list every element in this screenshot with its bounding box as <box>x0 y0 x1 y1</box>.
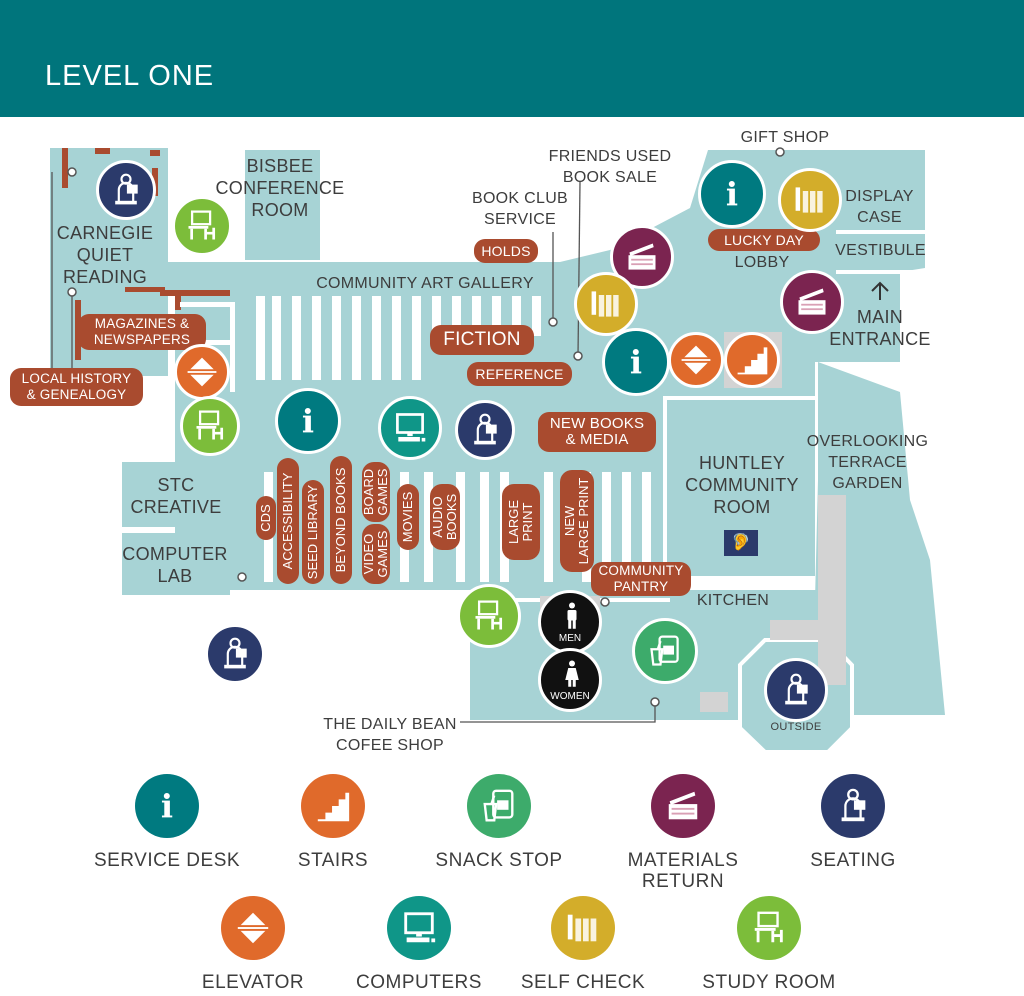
seating-icon <box>455 400 515 460</box>
info-icon: i <box>602 328 670 396</box>
label-carnegie: CARNEGIE QUIET READING <box>56 223 154 287</box>
legend-label: SEATING <box>810 850 896 871</box>
label-kitchen: KITCHEN <box>696 592 770 609</box>
info-icon: i <box>275 388 341 454</box>
book-return-icon <box>780 270 844 334</box>
entrance-arrow <box>871 281 889 300</box>
pill-new-books: NEW BOOKS & MEDIA <box>538 412 656 452</box>
label-main-entrance: MAIN ENTRANCE <box>829 307 931 349</box>
shelf-video-games: VIDEO GAMES <box>361 524 390 584</box>
label-art-gallery: COMMUNITY ART GALLERY <box>316 275 534 292</box>
seating-icon <box>205 624 265 684</box>
legend-label: ELEVATOR <box>201 972 305 993</box>
snack-icon <box>467 774 531 838</box>
self-check-icon <box>551 896 615 960</box>
shelf-large-print: LARGE PRINT <box>502 484 540 560</box>
computer-icon <box>387 896 451 960</box>
study-desk-icon <box>180 396 240 456</box>
label-stc-creative: STC CREATIVE <box>130 475 222 517</box>
elevator-icon <box>174 344 230 400</box>
computer-icon <box>378 396 442 460</box>
pill-lucky-day: LUCKY DAY <box>708 229 820 251</box>
study-desk-icon <box>737 896 801 960</box>
legend-computers: COMPUTERS <box>344 896 494 993</box>
legend-study-room: STUDY ROOM <box>694 896 844 993</box>
stairs-icon <box>301 774 365 838</box>
pill-reference: REFERENCE <box>467 362 572 386</box>
elevator-icon <box>221 896 285 960</box>
pill-holds: HOLDS <box>474 239 538 263</box>
label-bisbee: BISBEE CONFERENCE ROOM <box>215 156 345 220</box>
pill-fiction: FICTION <box>430 325 534 355</box>
legend-service-desk: i SERVICE DESK <box>92 774 242 871</box>
legend-label: SELF CHECK <box>520 972 646 993</box>
self-check-icon <box>574 272 638 336</box>
legend-elevator: ELEVATOR <box>178 896 328 993</box>
legend-seating: SEATING <box>778 774 928 871</box>
label-daily-bean: THE DAILY BEAN COFEE SHOP <box>323 716 457 754</box>
label-outside: OUTSIDE <box>770 721 822 733</box>
legend-stairs: STAIRS <box>258 774 408 871</box>
label-huntley: HUNTLEY COMMUNITY ROOM <box>685 453 799 517</box>
reader-icon <box>821 774 885 838</box>
shelf-cds: CDS <box>256 496 276 540</box>
terrace-floor <box>815 362 945 715</box>
label-gift-shop: GIFT SHOP <box>740 129 830 146</box>
restroom-men: MEN <box>538 590 602 654</box>
legend-self-check: SELF CHECK <box>508 896 658 993</box>
seating-icon <box>764 658 828 722</box>
restroom-women-label: WOMEN <box>550 691 590 702</box>
label-terrace: OVERLOOKING TERRACE GARDEN <box>806 433 929 492</box>
pill-community-pantry: COMMUNITY PANTRY <box>591 562 691 596</box>
label-display-case: DISPLAY CASE <box>845 188 914 226</box>
legend-label: COMPUTERS <box>356 972 482 993</box>
pill-local-history: LOCAL HISTORY & GENEALOGY <box>10 368 143 406</box>
label-friends-sale: FRIENDS USED BOOK SALE <box>548 148 672 186</box>
elevator-icon <box>668 332 724 388</box>
shelf-new-large-print: NEW LARGE PRINT <box>560 470 594 572</box>
legend-label: STAIRS <box>297 850 369 871</box>
shelf-accessibility: ACCESSIBILITY <box>277 458 299 584</box>
pill-magazines: MAGAZINES & NEWSPAPERS <box>78 314 206 350</box>
shelf-audio-books: AUDIO BOOKS <box>430 484 460 550</box>
legend-materials-return: MATERIALS RETURN <box>608 774 758 892</box>
legend-label: MATERIALS RETURN <box>627 850 739 892</box>
bisbee-room-floor <box>245 150 320 260</box>
info-icon: i <box>698 160 766 228</box>
study-desk-icon <box>457 584 521 648</box>
header-bar: LEVEL ONE <box>0 0 1024 117</box>
shelf-board-games: BOARD GAMES <box>361 462 390 522</box>
label-computer-lab: COMPUTER LAB <box>122 544 228 586</box>
label-book-club: BOOK CLUB SERVICE <box>471 190 569 228</box>
shelf-beyond-books: BEYOND BOOKS <box>330 456 352 584</box>
stairs-icon <box>724 332 780 388</box>
label-vestibule: VESTIBULE <box>835 242 926 259</box>
hearing-loop-icon: 🦻 <box>724 530 758 556</box>
shelf-seed-library: SEED LIBRARY <box>302 480 324 584</box>
page-title: LEVEL ONE <box>45 60 215 92</box>
info-icon: i <box>135 774 199 838</box>
snack-icon <box>632 618 698 684</box>
shelf-movies: MOVIES <box>397 484 419 550</box>
study-desk-icon <box>172 196 232 256</box>
seating-icon <box>96 160 156 220</box>
self-check-icon <box>778 168 842 232</box>
restroom-women: WOMEN <box>538 648 602 712</box>
book-return-icon <box>651 774 715 838</box>
restroom-men-label: MEN <box>558 633 582 644</box>
legend-label: SNACK STOP <box>435 850 563 871</box>
legend-snack-stop: SNACK STOP <box>424 774 574 871</box>
legend-label: STUDY ROOM <box>702 972 836 993</box>
legend-label: SERVICE DESK <box>93 850 241 871</box>
label-lobby: LOBBY <box>734 254 790 271</box>
